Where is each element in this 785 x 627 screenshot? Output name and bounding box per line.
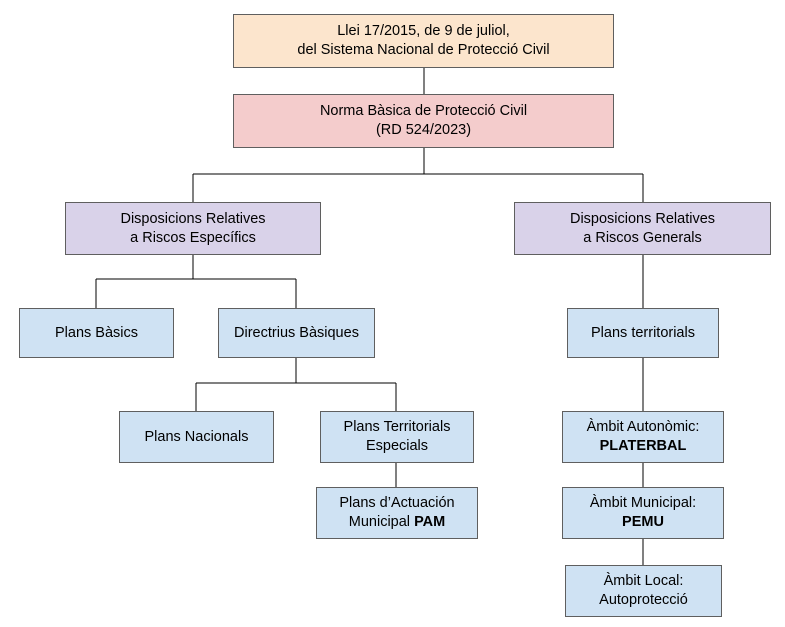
actuacion-municipal-box: Plans d’Actuación Municipal PAM <box>316 487 478 539</box>
local-line1: Àmbit Local: <box>603 573 684 589</box>
municipal-line1: Àmbit Municipal: <box>589 495 697 511</box>
plans-nacionals-label: Plans Nacionals <box>144 428 249 445</box>
law-box: Llei 17/2015, de 9 de juliol, del Sistem… <box>233 14 614 68</box>
plans-territorials-box: Plans territorials <box>567 308 719 358</box>
actuacion-pam: PAM <box>414 514 446 530</box>
territorials-especials-line2: Especials <box>365 438 429 454</box>
territorials-especials-line1: Plans Territorials <box>343 419 451 435</box>
general-risks-box: Disposicions Relatives a Riscos Generals <box>514 202 771 255</box>
plans-nacionals-box: Plans Nacionals <box>119 411 274 463</box>
general-line2: a Riscos Generals <box>583 229 702 246</box>
ambit-municipal-box: Àmbit Municipal: PEMU <box>562 487 724 539</box>
general-line1: Disposicions Relatives <box>569 210 716 227</box>
directrius-label: Directrius Bàsiques <box>234 324 359 341</box>
norma-line1: Norma Bàsica de Protecció Civil <box>319 103 528 119</box>
plans-territorials-label: Plans territorials <box>591 324 695 341</box>
actuacion-line2: Municipal PAM <box>349 513 445 532</box>
specific-line1: Disposicions Relatives <box>120 210 266 227</box>
local-line2: Autoprotecció <box>599 592 688 608</box>
autonomic-line2: PLATERBAL <box>599 438 687 454</box>
norma-line2: (RD 524/2023) <box>375 122 472 138</box>
norma-box: Norma Bàsica de Protecció Civil (RD 524/… <box>233 94 614 148</box>
plans-basics-box: Plans Bàsics <box>19 308 174 358</box>
specific-line2: a Riscos Específics <box>130 229 256 246</box>
actuacion-line1: Plans d’Actuación <box>339 495 455 511</box>
law-line1: Llei 17/2015, de 9 de juliol, <box>337 23 510 39</box>
plans-basics-label: Plans Bàsics <box>54 324 138 341</box>
autonomic-line1: Àmbit Autonòmic: <box>586 419 700 435</box>
municipal-line2: PEMU <box>622 514 664 530</box>
ambit-local-box: Àmbit Local: Autoprotecció <box>565 565 722 617</box>
territorials-especials-box: Plans Territorials Especials <box>320 411 474 463</box>
ambit-autonomic-box: Àmbit Autonòmic: PLATERBAL <box>562 411 724 463</box>
specific-risks-box: Disposicions Relatives a Riscos Específi… <box>65 202 321 255</box>
directrius-box: Directrius Bàsiques <box>218 308 375 358</box>
law-line2: del Sistema Nacional de Protecció Civil <box>297 42 550 58</box>
actuacion-line2-prefix: Municipal <box>348 514 415 530</box>
